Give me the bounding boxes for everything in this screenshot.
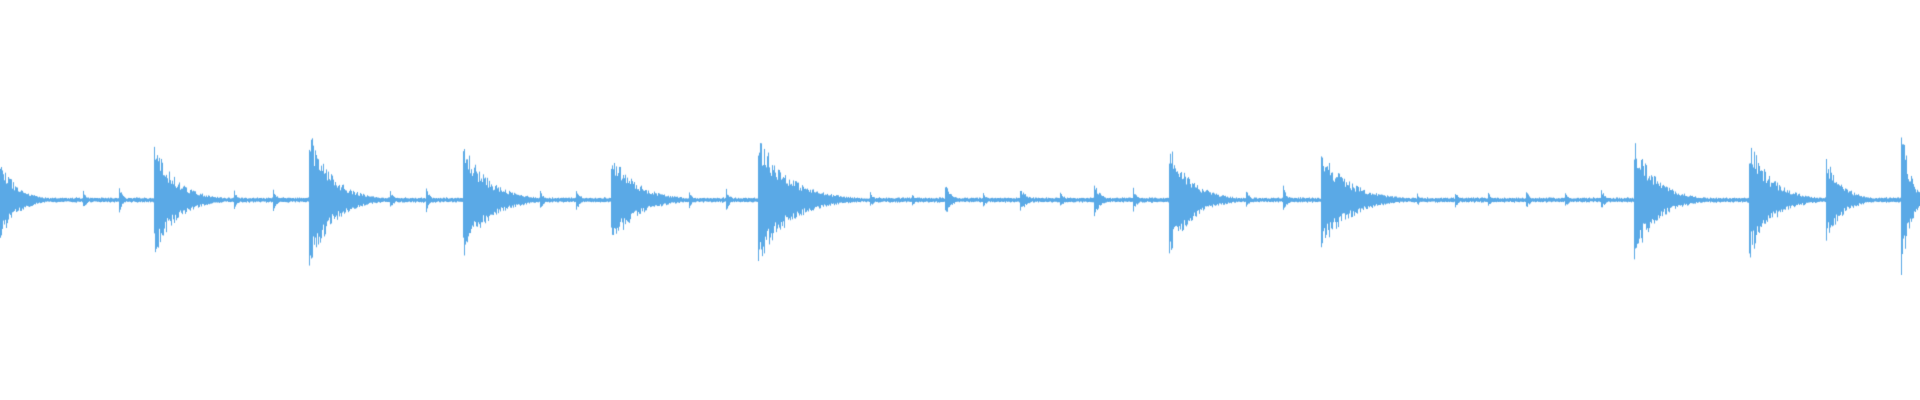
audio-waveform-display[interactable] (0, 0, 1920, 400)
waveform-panel[interactable] (0, 0, 1920, 400)
